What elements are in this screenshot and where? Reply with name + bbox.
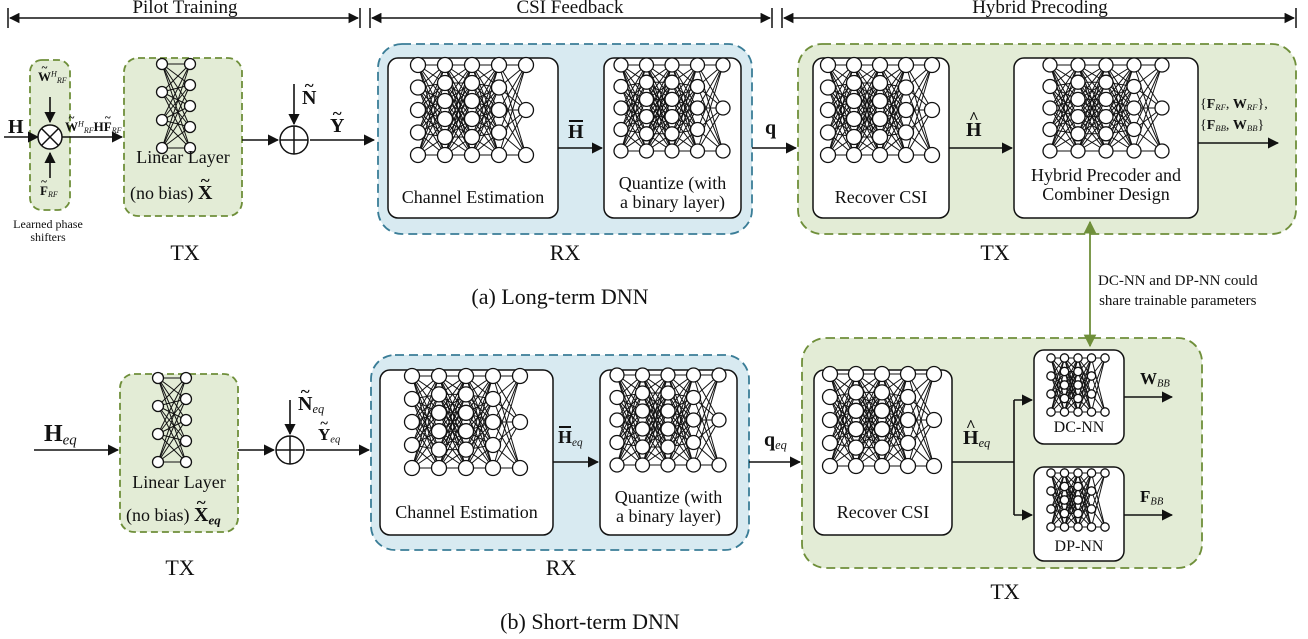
adder-symbol-top [279, 125, 309, 155]
combiner-symbol [37, 124, 63, 150]
feedback-bits-label-bottom: qeq [764, 429, 787, 453]
phase-bar [7, 8, 1297, 28]
signal-arrows [4, 84, 1280, 521]
tx-label-top-right: TX [980, 240, 1010, 265]
neural-net-icon [1046, 353, 1110, 417]
linear-layer-nobias-bottom: (no bias) Xeq [126, 494, 221, 527]
recover-csi-label-bottom: Recover CSI [836, 502, 930, 522]
neural-net-icon [403, 367, 529, 477]
noise-label-bottom: Neq [298, 383, 324, 416]
neural-net-icon [155, 57, 197, 155]
linear-layer-nobias-top: (no bias) X [130, 172, 213, 204]
received-signal-label-bottom: Yeq [318, 417, 340, 446]
linear-layer-block-bottom [119, 373, 239, 533]
neural-network-icons [151, 56, 1170, 532]
estimated-channel-label-bottom: Heq [558, 426, 583, 449]
estimated-channel-label-top: H [568, 119, 584, 143]
caption-short-term: (b) Short-term DNN [500, 609, 680, 634]
analog-precoder-label: FRF [40, 177, 58, 199]
digital-combiner-label: WBB [1140, 369, 1170, 390]
rx-label-bottom: RX [545, 555, 577, 580]
tx-label-bottom-right: TX [990, 579, 1020, 604]
channel-estimation-label-top: Channel Estimation [401, 187, 545, 207]
neural-net-icon [821, 365, 943, 475]
linear-layer-label-bottom: Linear Layer [132, 472, 226, 492]
neural-net-icon [613, 57, 731, 159]
tx-label-bottom-left: TX [165, 555, 195, 580]
dp-nn-label: DP-NN [1054, 538, 1104, 555]
recovered-channel-label-bottom: Heq [963, 417, 990, 450]
rx-label-top: RX [549, 240, 581, 265]
linear-layer-label-top: Linear Layer [136, 147, 230, 167]
equivalent-channel-label: Heq [44, 421, 77, 449]
channel-matrix-label: H [8, 116, 24, 138]
neural-net-icon [1046, 468, 1110, 532]
caption-long-term: (a) Long-term DNN [471, 284, 649, 309]
recovered-channel-label-top: H [966, 109, 982, 141]
linear-layer-block-top [123, 57, 243, 217]
phase-label-hybrid-precoding: Hybrid Precoding [972, 0, 1108, 18]
phase-label-pilot-training: Pilot Training [132, 0, 238, 18]
recover-csi-label-top: Recover CSI [834, 187, 928, 207]
neural-net-icon [409, 56, 535, 164]
phase-label-csi-feedback: CSI Feedback [516, 0, 624, 18]
neural-net-icon [819, 56, 941, 164]
tx-label-top-left: TX [170, 240, 200, 265]
digital-precoder-label: FBB [1140, 487, 1164, 508]
neural-net-icon [1042, 57, 1170, 159]
channel-estimation-label-bottom: Channel Estimation [395, 502, 538, 522]
neural-net-icon [151, 371, 193, 469]
output-precoders-label: {FRF, WRF}, {FBB, WBB} [1200, 97, 1268, 133]
combined-signal-label: WHRFHFRF [65, 113, 122, 135]
adder-symbol-bottom [275, 435, 305, 465]
dc-nn-label: DC-NN [1053, 419, 1105, 436]
received-signal-label-top: Y [330, 105, 345, 137]
noise-label-top: N [302, 77, 317, 109]
neural-net-icon [609, 367, 727, 473]
feedback-bits-label-top: q [765, 117, 777, 139]
analog-combiner-label: WHRF [38, 63, 67, 85]
